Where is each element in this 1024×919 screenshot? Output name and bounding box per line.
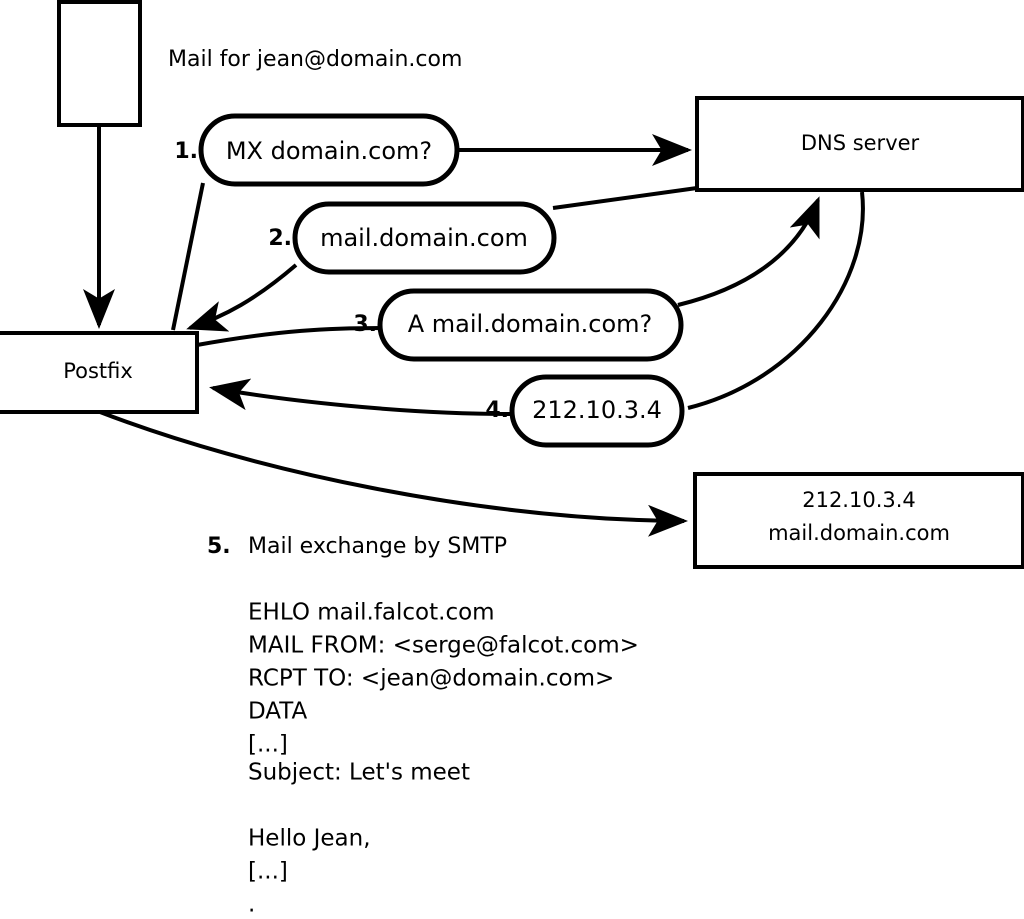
- transcript-line-5: [...]: [248, 732, 288, 758]
- transcript-line-10: .: [248, 892, 255, 918]
- node-mailserver-ip: 212.10.3.4: [802, 488, 916, 512]
- step-4-label: 212.10.3.4: [532, 396, 662, 424]
- bubble-step-4[interactable]: [509, 374, 685, 448]
- transcript-line-9: [...]: [248, 859, 288, 885]
- step-3-number: 3.: [353, 312, 377, 337]
- mail-for-caption: Mail for jean@domain.com: [168, 47, 462, 72]
- transcript-line-3: RCPT TO: <jean@domain.com>: [248, 666, 614, 692]
- edge-dns-to-step4: [687, 191, 865, 410]
- step-3-label: A mail.domain.com?: [408, 310, 653, 338]
- step-2-number: 2.: [268, 226, 292, 251]
- transcript-line-2: MAIL FROM: <serge@falcot.com>: [248, 633, 639, 659]
- step-2-label: mail.domain.com: [320, 224, 528, 252]
- node-client-box[interactable]: [57, 0, 142, 127]
- transcript-line-1: EHLO mail.falcot.com: [248, 600, 495, 626]
- bubble-step-2[interactable]: [292, 201, 557, 275]
- step-1-label: MX domain.com?: [226, 137, 432, 165]
- edge-step3-to-dns: [677, 196, 820, 307]
- node-postfix-box[interactable]: [0, 331, 199, 414]
- step-1-number: 1.: [174, 139, 198, 164]
- node-dns-label: DNS server: [801, 131, 920, 155]
- node-dns-box[interactable]: [695, 96, 1024, 192]
- transcript-line-8: Hello Jean,: [248, 826, 371, 852]
- edge-step4-to-postfix: [209, 378, 513, 416]
- edge-postfix-to-step3: [196, 326, 384, 347]
- transcript-line-6: Subject: Let's meet: [248, 760, 470, 786]
- edge-dns-to-step2: [552, 186, 698, 210]
- transcript-line-4: DATA: [248, 699, 308, 725]
- edge-postfix-to-mailserver: [99, 410, 688, 537]
- bubble-step-3[interactable]: [377, 288, 684, 362]
- node-mailserver-box[interactable]: [693, 472, 1024, 569]
- edge-step2-to-postfix: [186, 263, 298, 332]
- step-5-label: Mail exchange by SMTP: [248, 534, 507, 559]
- node-mailserver-hostname: mail.domain.com: [768, 521, 950, 545]
- step-4-number: 4.: [485, 398, 509, 423]
- bubble-step-1[interactable]: [198, 113, 460, 187]
- step-5-number: 5.: [207, 534, 231, 559]
- node-postfix-label: Postfix: [63, 359, 133, 383]
- edge-postfix-to-step1: [171, 182, 205, 331]
